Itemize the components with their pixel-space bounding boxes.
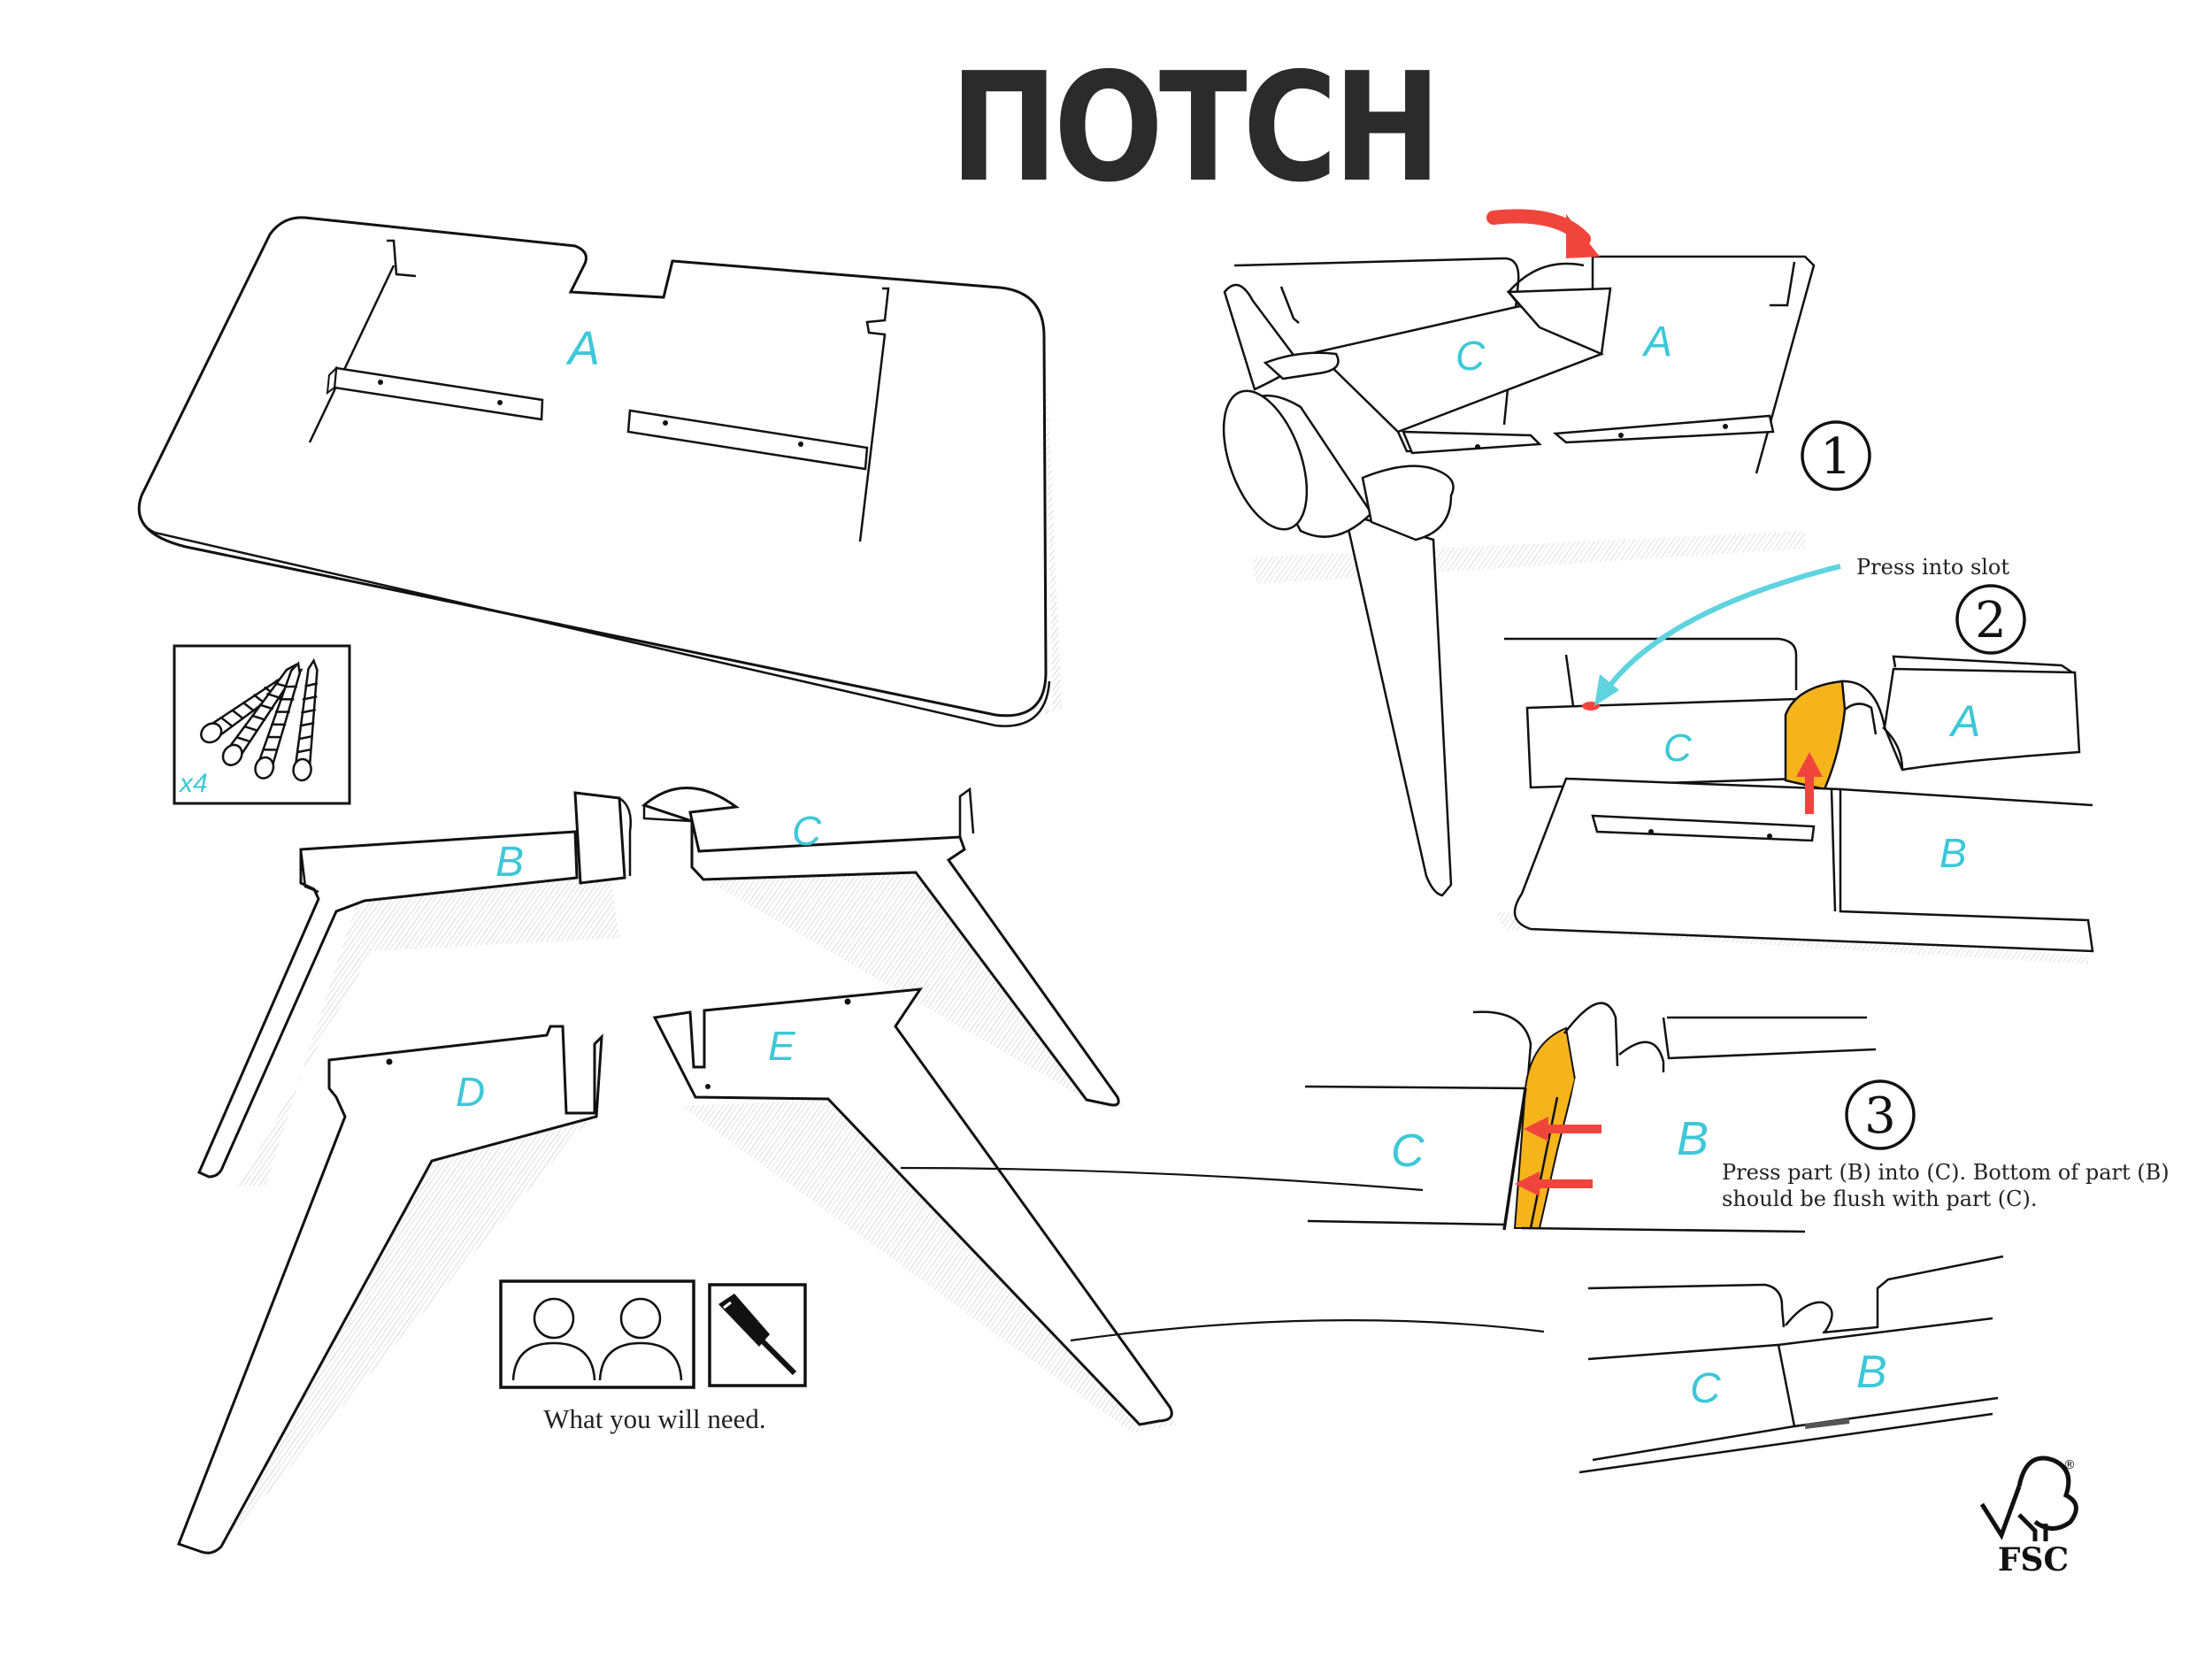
- step-3-badge: [1845, 1079, 1916, 1150]
- leg-part-d: D: [177, 1025, 603, 1557]
- leg-part-c: C: [641, 787, 1124, 1107]
- fsc-tree-icon: [1979, 1455, 2078, 1541]
- two-people-icon: [511, 1297, 683, 1381]
- part-label-a: A: [565, 322, 600, 375]
- screws-quantity: x4: [178, 769, 208, 798]
- step3-instruction-line1: Press part (B) into (C). Bottom of part …: [1722, 1160, 2170, 1185]
- tools-caption: What you will need.: [543, 1403, 766, 1434]
- step-2-badge: [1955, 584, 2026, 655]
- tools-needed: [499, 1279, 807, 1389]
- step3-part-label-c: C: [1391, 1125, 1425, 1177]
- step-1-badge: [1801, 420, 1871, 491]
- fsc-label: FSC: [1997, 1541, 2070, 1578]
- tabletop-part-a: A: [137, 216, 1062, 727]
- step-2-number: 2: [1975, 592, 2007, 649]
- step-3-number: 3: [1864, 1087, 1896, 1145]
- leg-part-e: E: [652, 987, 1177, 1433]
- part-label-d: D: [456, 1069, 485, 1115]
- final-joint-detail: C B: [1578, 1255, 2004, 1474]
- final-part-label-b: B: [1856, 1347, 1887, 1398]
- step-1-number: 1: [1820, 428, 1852, 486]
- step-2: C A B 2: [1495, 564, 2094, 964]
- screws-icon: [200, 657, 319, 782]
- step2-part-label-c: C: [1663, 726, 1693, 770]
- part-label-e: E: [768, 1023, 796, 1069]
- step3-part-label-b: B: [1677, 1112, 1709, 1165]
- screws-box: x4: [173, 644, 351, 805]
- step-1: C A 1: [1222, 209, 1871, 897]
- screwdriver-icon: [718, 1294, 797, 1376]
- callout-line-final: [1070, 1319, 1545, 1342]
- press-into-slot-label: Press into slot: [1856, 555, 2010, 580]
- leg-part-b: B: [197, 791, 632, 1186]
- step1-part-label-a: A: [1641, 319, 1672, 365]
- hammer-icon: [1222, 283, 1455, 541]
- part-label-b: B: [495, 839, 524, 886]
- step1-part-label-c: C: [1455, 333, 1486, 379]
- step-3: C B 3: [1304, 1002, 1916, 1233]
- callout-line-step3: [900, 1166, 1424, 1192]
- step2-part-label-b: B: [1939, 830, 1967, 876]
- step2-part-label-a: A: [1948, 696, 1980, 746]
- fsc-registered-mark: ®: [2063, 1458, 2076, 1472]
- final-part-label-c: C: [1690, 1365, 1721, 1412]
- part-label-c: C: [792, 808, 822, 854]
- step3-instruction-line2: should be flush with part (C).: [1722, 1187, 2038, 1211]
